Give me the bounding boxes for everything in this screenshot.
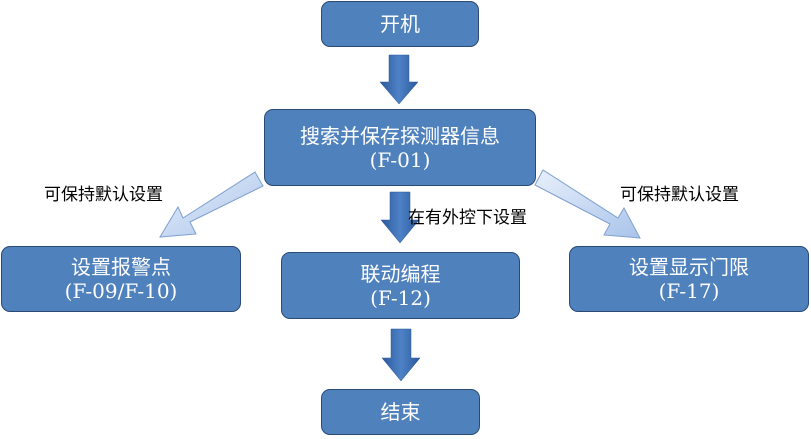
node-alarm-code: (F-09/F-10) <box>64 279 178 303</box>
node-search-detectors: 搜索并保存探测器信息 (F-01) <box>264 109 536 186</box>
arrow-linkage-to-end <box>381 328 421 382</box>
node-alarm-label: 设置报警点 <box>71 255 171 279</box>
node-end: 结束 <box>321 389 480 435</box>
arrow-search-to-linkage <box>380 191 420 244</box>
node-start-label: 开机 <box>380 12 420 36</box>
arrow-start-to-search <box>379 54 419 105</box>
node-threshold-label: 设置显示门限 <box>629 255 749 279</box>
edge-label-middle: 在有外控下设置 <box>408 208 527 228</box>
node-linkage-label: 联动编程 <box>360 261 441 286</box>
node-set-alarm-point: 设置报警点 (F-09/F-10) <box>1 246 241 312</box>
node-linkage-code: (F-12) <box>370 285 431 310</box>
node-search-code: (F-01) <box>369 147 431 172</box>
edge-label-left: 可保持默认设置 <box>44 185 163 205</box>
edge-label-right: 可保持默认设置 <box>620 185 739 205</box>
node-set-display-threshold: 设置显示门限 (F-17) <box>569 246 809 312</box>
node-search-label: 搜索并保存探测器信息 <box>300 123 500 148</box>
node-threshold-code: (F-17) <box>658 279 720 303</box>
arrow-search-to-alarm <box>159 171 264 238</box>
node-linkage-programming: 联动编程 (F-12) <box>281 252 520 319</box>
arrow-search-to-threshold <box>534 169 641 239</box>
node-start: 开机 <box>321 1 479 47</box>
node-end-label: 结束 <box>380 400 421 424</box>
